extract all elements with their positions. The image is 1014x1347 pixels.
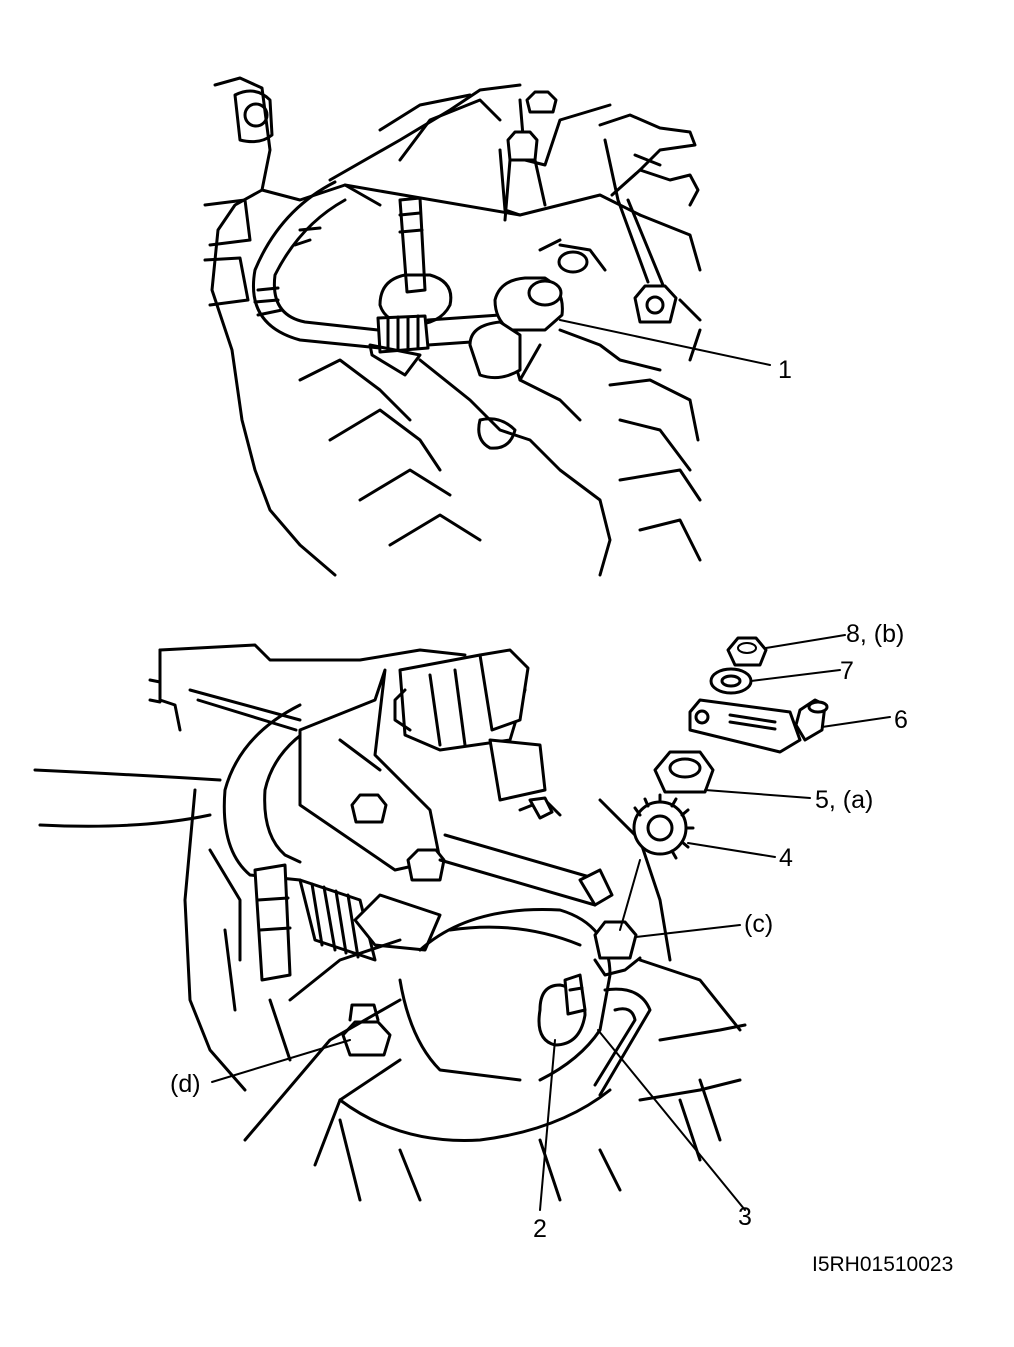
- bottom-illustration: [33, 634, 891, 1211]
- callout-1: 1: [778, 356, 792, 384]
- callout-2: 2: [533, 1215, 547, 1243]
- callout-5a: 5, (a): [815, 786, 873, 814]
- callout-8b: 8, (b): [846, 620, 904, 648]
- callout-d: (d): [170, 1070, 201, 1098]
- callout-6: 6: [894, 706, 908, 734]
- figure-code: I5RH01510023: [812, 1253, 953, 1276]
- callout-3: 3: [738, 1203, 752, 1231]
- callout-4: 4: [779, 844, 793, 872]
- top-illustration: [203, 76, 771, 577]
- callout-c: (c): [744, 910, 773, 938]
- callout-7: 7: [840, 657, 854, 685]
